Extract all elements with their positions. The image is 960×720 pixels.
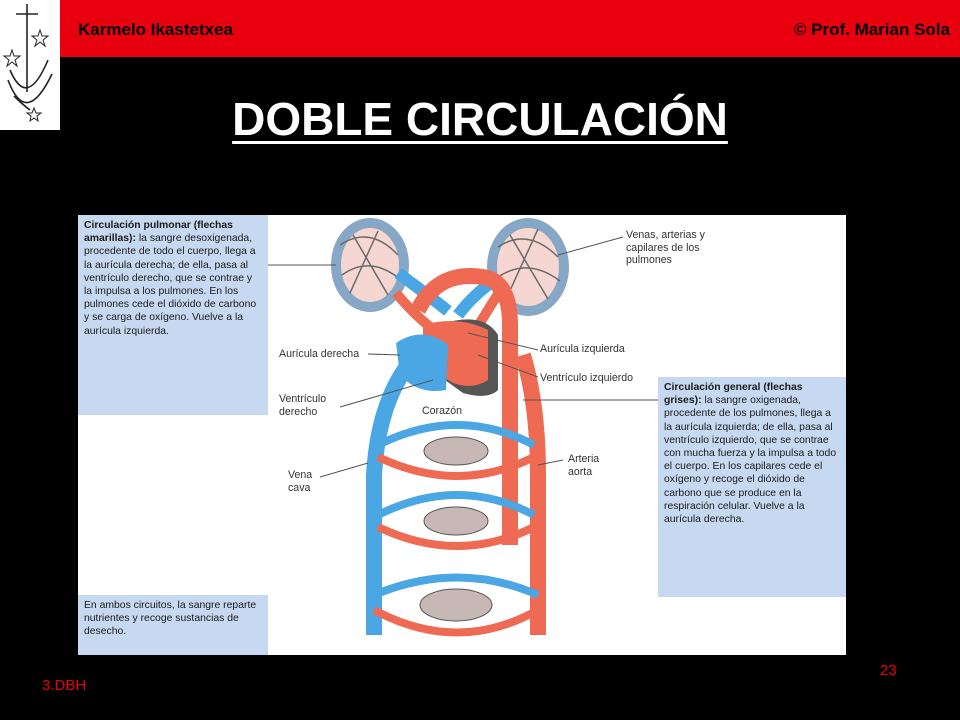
label-vena-cava: Vena cava: [288, 469, 313, 494]
lung-capillaries-left: [331, 218, 409, 312]
school-logo: [0, 0, 60, 130]
info-box-general-title: Circulación general (flechas grises):: [664, 382, 803, 407]
info-box-ambos-text: En ambos circuitos, la sangre reparte nu…: [84, 600, 257, 638]
label-corazon: Corazón: [422, 405, 463, 417]
info-box-pulmonar-title: Circulación pulmonar (flechas amarillas)…: [84, 220, 233, 245]
label-auricula-derecha: Aurícula derecha: [279, 348, 360, 360]
author-credit: © Prof. Marian Sola: [793, 20, 950, 39]
header-bar: [60, 0, 960, 57]
label-arteria-aorta: Arteria aorta: [568, 453, 600, 478]
label-venas-pulmones: Venas, arterias y capilares de los pulmo…: [626, 229, 705, 267]
label-ventriculo-derecho: Ventrículo derecho: [279, 393, 327, 418]
info-box-pulmonar: Circulación pulmonar (flechas amarillas)…: [78, 215, 268, 415]
capillary-bed-1: [376, 421, 536, 480]
label-ventriculo-izquierdo: Ventrículo izquierdo: [540, 372, 634, 384]
capillary-bed-2: [376, 491, 536, 550]
circulation-diagram: Circulación pulmonar (flechas amarillas)…: [78, 215, 846, 655]
page-number: 23: [880, 662, 897, 679]
info-box-ambos: En ambos circuitos, la sangre reparte nu…: [78, 595, 268, 655]
info-box-pulmonar-text: la sangre desoxigenada, procedente de to…: [84, 233, 257, 337]
course-label: 3.DBH: [42, 677, 87, 694]
capillary-bed-3: [372, 573, 540, 637]
school-name: Karmelo Ikastetxea: [78, 20, 233, 39]
slide-title: DOBLE CIRCULACIÓN: [232, 93, 728, 145]
heart: [396, 319, 498, 396]
info-box-general: Circulación general (flechas grises): la…: [658, 377, 846, 597]
info-box-general-text: la sangre oxigenada, procedente de los p…: [664, 395, 837, 526]
label-auricula-izquierda: Aurícula izquierda: [540, 343, 625, 355]
